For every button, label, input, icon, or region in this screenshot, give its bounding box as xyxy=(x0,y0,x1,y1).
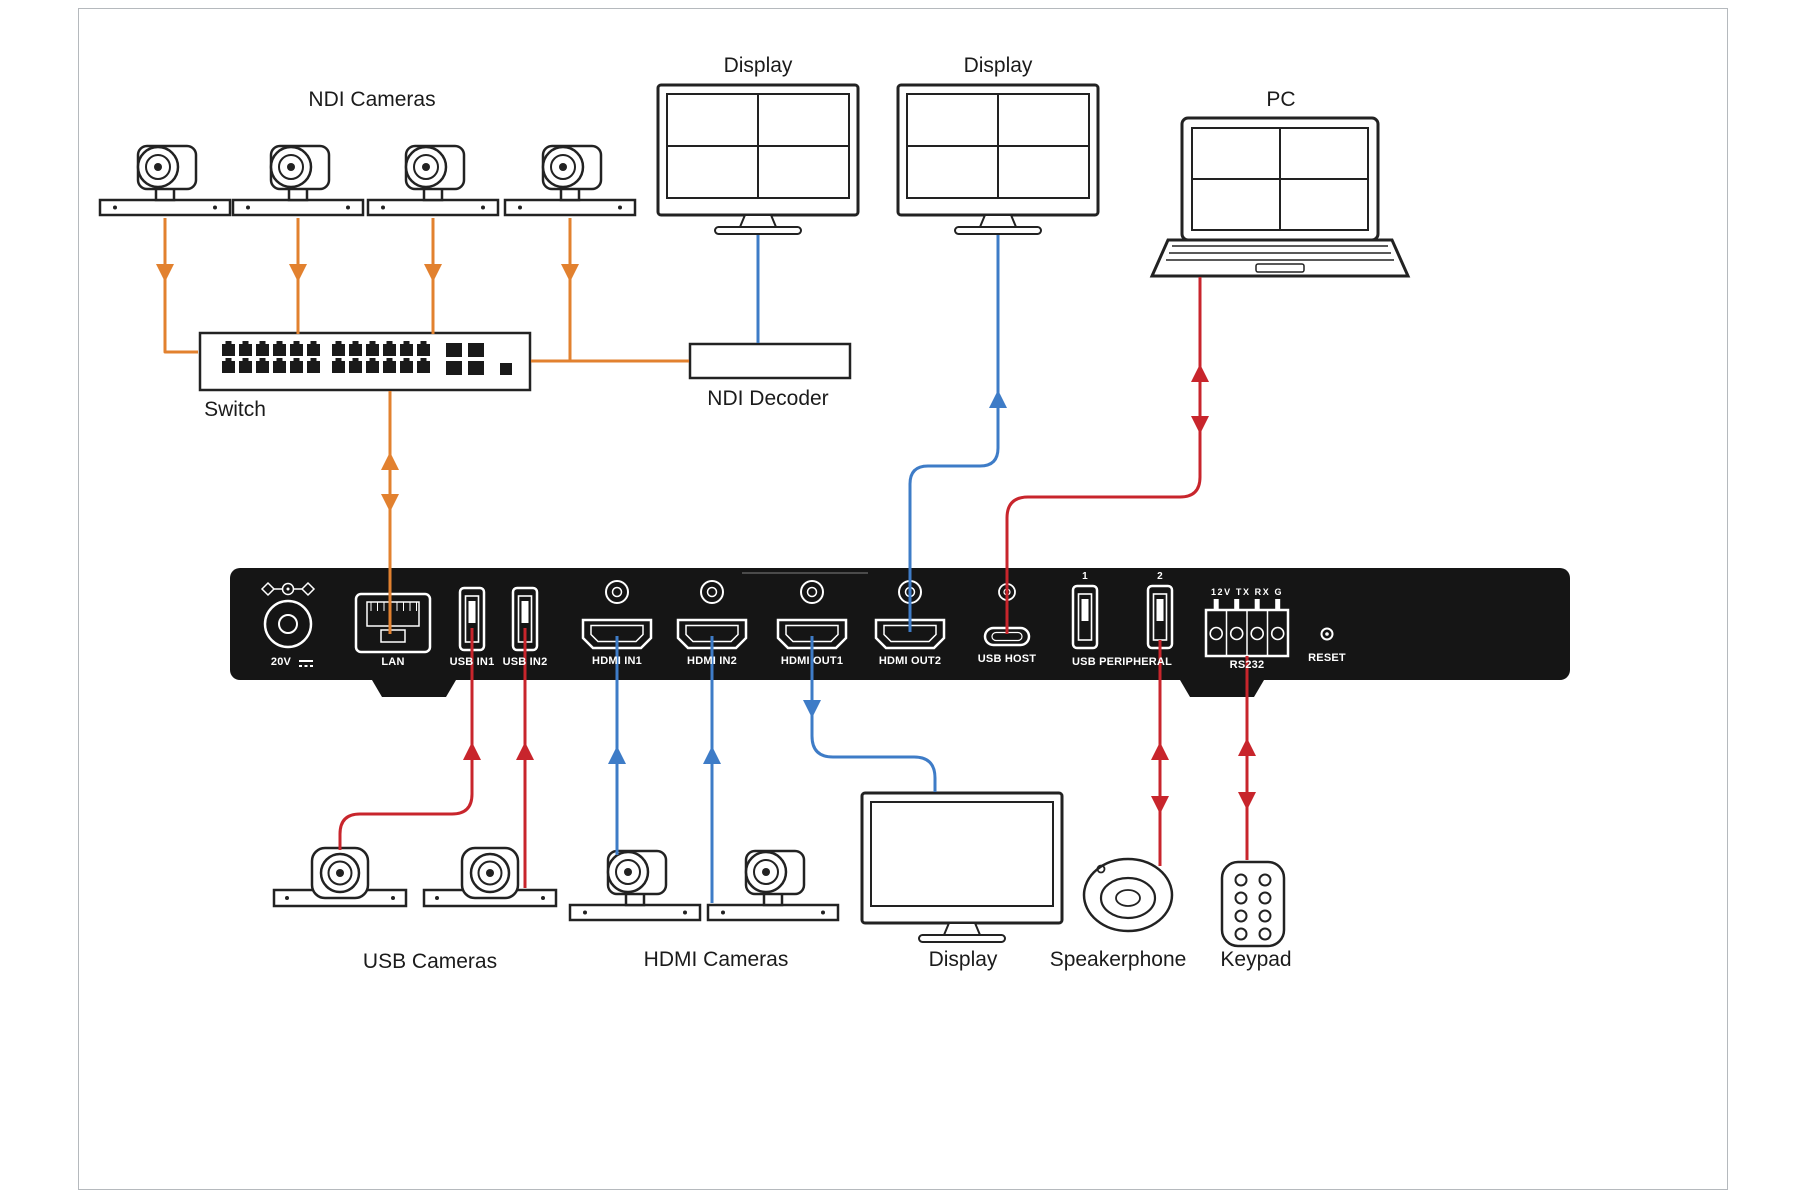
conn-speakerphone-to-usb-peripheral xyxy=(1151,640,1169,866)
switch-ports xyxy=(222,343,512,375)
usb-camera xyxy=(422,846,558,908)
label-keypad: Keypad xyxy=(1220,948,1292,971)
conn-ndi-cam4-to-switch xyxy=(561,218,579,361)
label-hdmi-cameras: HDMI Cameras xyxy=(643,948,789,971)
conn-usb-cam1-to-usb-in1 xyxy=(338,628,481,850)
port-label-usb-peripheral: USB PERIPHERAL xyxy=(1072,656,1172,668)
ndi-camera xyxy=(98,144,232,217)
conn-pc-to-usb-host xyxy=(1005,277,1209,634)
label-display-bottom: Display xyxy=(928,948,998,971)
conn-ndi-cam2-to-switch xyxy=(289,218,307,334)
label-usb-cameras: USB Cameras xyxy=(362,950,498,973)
device-foot-right xyxy=(1180,680,1264,697)
conn-hdmi-out2-to-display xyxy=(908,235,1007,632)
diagram-border xyxy=(78,8,1728,1190)
port-number-usb-peripheral-1: 1 xyxy=(1082,571,1088,582)
port-label-power: 20V xyxy=(270,656,292,668)
network-switch xyxy=(198,331,532,392)
port-label-usb-host: USB HOST xyxy=(977,653,1037,665)
ndi-camera xyxy=(231,144,365,217)
port-number-usb-peripheral-2: 2 xyxy=(1157,571,1163,582)
display-grid-top-left xyxy=(667,94,849,198)
conn-hdmi-cam1-to-hdmi-in1 xyxy=(608,636,626,855)
port-label-rs232: RS232 xyxy=(1229,659,1265,671)
port-label-lan: LAN xyxy=(381,656,405,668)
port-label-usb-in2: USB IN2 xyxy=(502,656,548,668)
conference-hub-device xyxy=(230,568,1570,697)
conn-ndi-cam3-to-switch xyxy=(424,218,442,334)
label-switch: Switch xyxy=(204,398,266,421)
rs232-pinout-label: 12V TX RX G xyxy=(1210,587,1284,597)
switch-port-tabs xyxy=(225,341,427,361)
ndi-camera xyxy=(503,144,637,217)
label-ndi-decoder: NDI Decoder xyxy=(707,387,829,410)
port-reset xyxy=(1320,627,1334,641)
conn-hdmi-out1-to-display xyxy=(803,636,937,792)
usb-camera xyxy=(272,846,408,908)
conn-keypad-to-rs232 xyxy=(1238,656,1256,860)
port-label-hdmi-out1: HDMI OUT1 xyxy=(780,655,844,667)
port-label-hdmi-in1: HDMI IN1 xyxy=(592,655,642,667)
port-power xyxy=(260,581,316,667)
ndi-decoder-box xyxy=(688,342,852,380)
port-label-hdmi-out2: HDMI OUT2 xyxy=(878,655,942,667)
pc-laptop xyxy=(1149,116,1411,278)
hdmi-camera xyxy=(706,849,840,922)
keypad-buttons xyxy=(1234,873,1272,941)
display-grid-top-right xyxy=(907,94,1089,198)
speakerphone-button xyxy=(1096,864,1106,874)
port-label-reset: RESET xyxy=(1308,652,1346,664)
label-display-top-left: Display xyxy=(723,54,793,77)
label-pc: PC xyxy=(1266,88,1296,111)
port-label-hdmi-in2: HDMI IN2 xyxy=(687,655,737,667)
hdmi-camera xyxy=(568,849,702,922)
conn-switch-to-lan-port xyxy=(381,391,399,634)
ndi-camera xyxy=(366,144,500,217)
conn-ndi-cam1-to-switch xyxy=(156,218,198,354)
display-monitor-bottom xyxy=(860,791,1064,944)
label-display-top-right: Display xyxy=(963,54,1033,77)
speakerphone-device xyxy=(1082,857,1174,933)
conn-usb-cam2-to-usb-in2 xyxy=(516,628,534,888)
label-ndi-cameras: NDI Cameras xyxy=(308,88,436,111)
device-chassis xyxy=(230,568,1570,680)
label-speakerphone: Speakerphone xyxy=(1049,948,1187,971)
keypad-device xyxy=(1220,860,1286,948)
port-label-usb-in1: USB IN1 xyxy=(449,656,495,668)
device-foot-left xyxy=(372,680,456,697)
conn-hdmi-cam2-to-hdmi-in2 xyxy=(703,636,721,903)
